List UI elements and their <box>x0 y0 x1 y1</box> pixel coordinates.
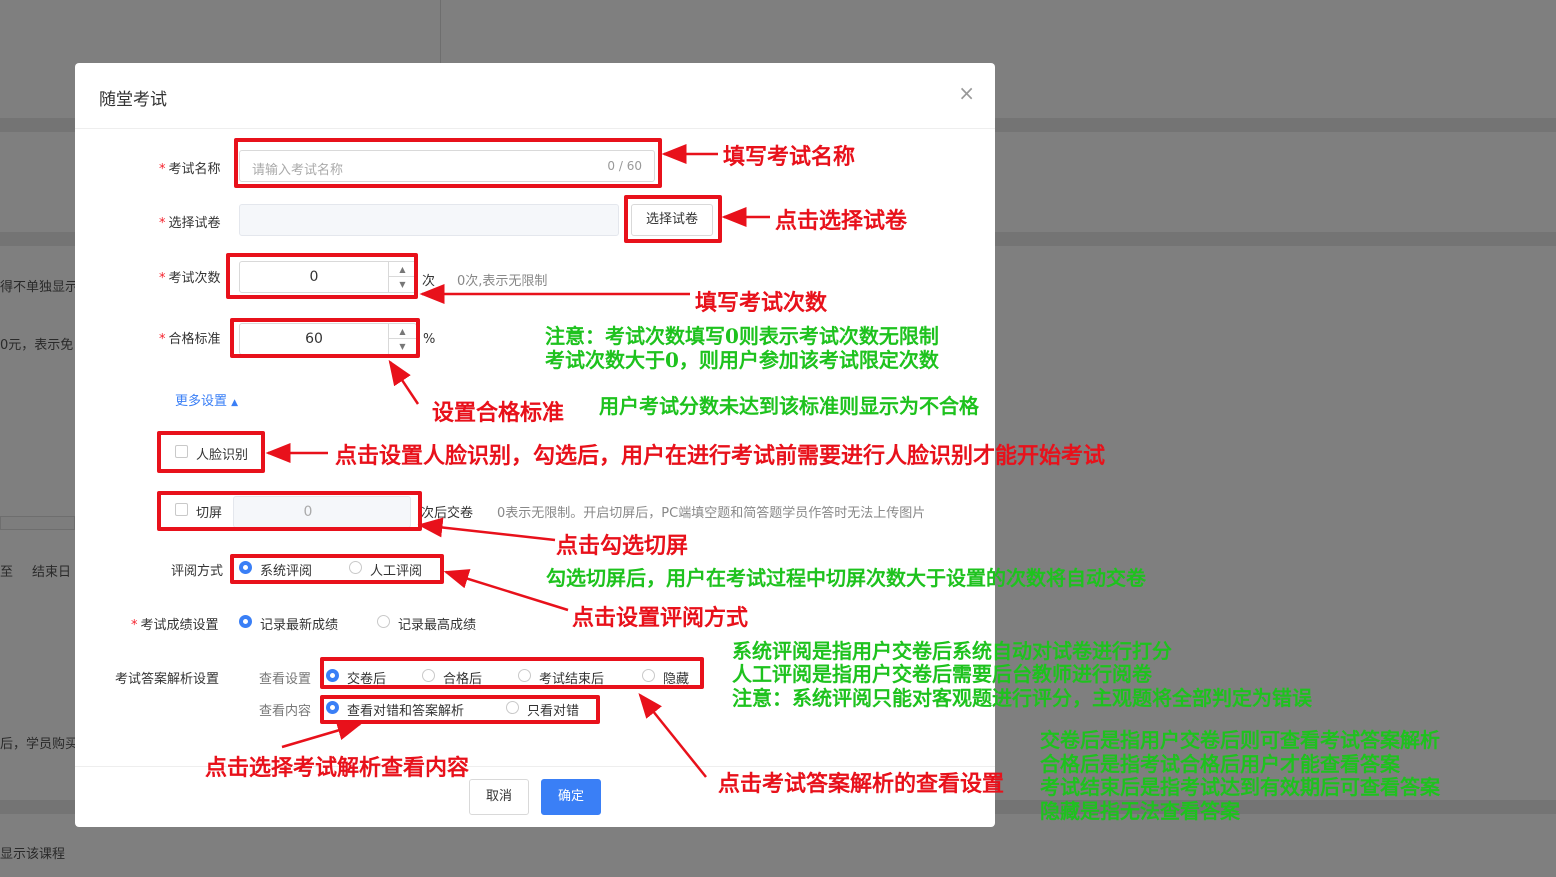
view-content-option: 查看对错和答案解析 <box>347 704 465 719</box>
note-after-submit: 交卷后是指用户交卷后则可查看考试答案解析 <box>1040 728 1440 752</box>
chevron-up-icon[interactable]: ▲ <box>389 262 416 277</box>
exam-name-counter: 0 / 60 <box>607 159 642 173</box>
face-label: 人脸识别 <box>196 448 249 463</box>
annotation-attempts: 填写考试次数 <box>695 290 828 316</box>
note-review-warning: 注意：系统评阅只能对客观题进行评分，主观题将全部判定为错误 <box>732 686 1312 710</box>
view-setting-option: 考试结束后 <box>539 672 605 687</box>
view-content-option: 只看对错 <box>527 704 580 719</box>
highlight-box <box>230 318 420 358</box>
note-switch: 勾选切屏后，用户在考试过程中切屏次数大于设置的次数将自动交卷 <box>546 566 1146 590</box>
switch-suffix: 次后交卷 <box>421 506 474 521</box>
pass-label: *合格标准 <box>159 332 221 347</box>
switch-label: 切屏 <box>196 506 223 521</box>
review-system-radio[interactable] <box>239 561 252 574</box>
dialog-title: 随堂考试 <box>99 90 167 110</box>
highlight-box <box>320 657 704 689</box>
analysis-label: 考试答案解析设置 <box>115 672 220 687</box>
switch-count-value: 0 <box>303 504 313 520</box>
score-latest-radio[interactable] <box>239 615 252 628</box>
view-after-end-radio[interactable] <box>518 669 531 682</box>
exam-name-placeholder: 请输入考试名称 <box>252 163 344 178</box>
chevron-up-icon[interactable]: ▲ <box>389 324 416 339</box>
annotation-view-content: 点击选择考试解析查看内容 <box>205 755 470 781</box>
note-attempts-limit: 考试次数大于0，则用户参加该考试限定次数 <box>545 348 939 372</box>
attempts-hint: 0次,表示无限制 <box>457 274 548 289</box>
chevron-down-icon[interactable]: ▼ <box>399 280 406 289</box>
note-after-pass: 合格后是指考试合格后用户才能查看答案 <box>1040 752 1400 776</box>
annotation-paper: 点击选择试卷 <box>775 208 908 234</box>
view-after-pass-radio[interactable] <box>422 669 435 682</box>
switch-checkbox[interactable] <box>175 503 188 516</box>
review-option: 人工评阅 <box>370 564 423 579</box>
attempts-stepper-controls: ▲ ▼ <box>388 262 416 292</box>
exam-name-input[interactable]: 请输入考试名称 0 / 60 <box>239 150 655 182</box>
view-setting-label: 查看设置 <box>259 672 312 687</box>
arrow-view-setting <box>638 693 707 778</box>
pass-stepper-controls: ▲ ▼ <box>388 324 416 354</box>
highlight-box <box>230 554 444 584</box>
paper-label: *选择试卷 <box>159 216 221 231</box>
note-system-review: 系统评阅是指用户交卷后系统自动对试卷进行打分 <box>732 639 1172 663</box>
note-hidden: 隐藏是指无法查看答案 <box>1040 799 1240 823</box>
attempts-stepper[interactable]: 0 ▲ ▼ <box>239 261 417 293</box>
cancel-button[interactable]: 取消 <box>469 779 529 815</box>
select-paper-button[interactable]: 选择试卷 <box>631 204 713 236</box>
face-checkbox[interactable] <box>175 445 188 458</box>
exam-name-label: *考试名称 <box>159 162 221 177</box>
attempts-value: 0 <box>309 269 319 285</box>
annotation-review: 点击设置评阅方式 <box>572 605 749 631</box>
review-manual-radio[interactable] <box>349 561 362 574</box>
pass-unit: % <box>423 332 436 347</box>
highlight-box <box>234 138 662 188</box>
dialog-header: 随堂考试 × <box>75 63 995 129</box>
more-settings-link[interactable]: 更多设置 ▲ <box>175 390 238 409</box>
view-after-submit-radio[interactable] <box>326 669 339 682</box>
view-content-label: 查看内容 <box>259 704 312 719</box>
arrow-view-content <box>281 720 363 749</box>
pass-value: 60 <box>305 331 323 347</box>
view-setting-option: 隐藏 <box>663 672 690 687</box>
note-pass: 用户考试分数未达到该标准则显示为不合格 <box>599 394 979 418</box>
annotation-exam-name: 填写考试名称 <box>723 144 856 170</box>
dialog-footer <box>75 766 995 827</box>
highlight-box <box>320 695 600 724</box>
chevron-down-icon[interactable]: ▼ <box>399 342 406 351</box>
confirm-button[interactable]: 确定 <box>541 779 601 815</box>
note-manual-review: 人工评阅是指用户交卷后需要后台教师进行阅卷 <box>732 662 1152 686</box>
score-highest-radio[interactable] <box>377 615 390 628</box>
review-option: 系统评阅 <box>260 564 313 579</box>
highlight-box <box>226 253 418 299</box>
arrow-switch <box>417 517 556 542</box>
close-icon[interactable]: × <box>958 81 975 105</box>
arrow-pass <box>388 359 420 405</box>
more-settings-label: 更多设置 <box>175 394 228 409</box>
highlight-box <box>157 491 422 531</box>
highlight-box <box>157 431 265 473</box>
view-hidden-radio[interactable] <box>642 669 655 682</box>
arrow-review <box>443 569 569 612</box>
content-full-radio[interactable] <box>326 701 339 714</box>
paper-display <box>239 204 619 236</box>
note-attempts-zero: 注意：考试次数填写0则表示考试次数无限制 <box>545 324 939 348</box>
attempts-label: *考试次数 <box>159 271 221 286</box>
score-label: *考试成绩设置 <box>131 618 219 633</box>
annotation-pass: 设置合格标准 <box>432 400 565 426</box>
note-after-end: 考试结束后是指考试达到有效期后可查看答案 <box>1040 775 1440 799</box>
view-setting-option: 交卷后 <box>347 672 387 687</box>
exam-dialog: 随堂考试 × *考试名称 请输入考试名称 0 / 60 *选择试卷 选择试卷 *… <box>75 63 995 827</box>
review-label: 评阅方式 <box>171 564 224 579</box>
annotation-face: 点击设置人脸识别，勾选后，用户在进行考试前需要进行人脸识别才能开始考试 <box>335 443 1106 469</box>
view-setting-option: 合格后 <box>443 672 483 687</box>
score-option: 记录最新成绩 <box>260 618 339 633</box>
caret-up-icon: ▲ <box>231 398 239 408</box>
annotation-view-setting: 点击考试答案解析的查看设置 <box>718 771 1005 797</box>
content-correctness-radio[interactable] <box>506 701 519 714</box>
annotation-switch: 点击勾选切屏 <box>556 533 689 559</box>
switch-hint: 0表示无限制。开启切屏后，PC端填空题和简答题学员作答时无法上传图片 <box>497 506 926 521</box>
score-option: 记录最高成绩 <box>398 618 477 633</box>
highlight-box <box>624 195 722 243</box>
